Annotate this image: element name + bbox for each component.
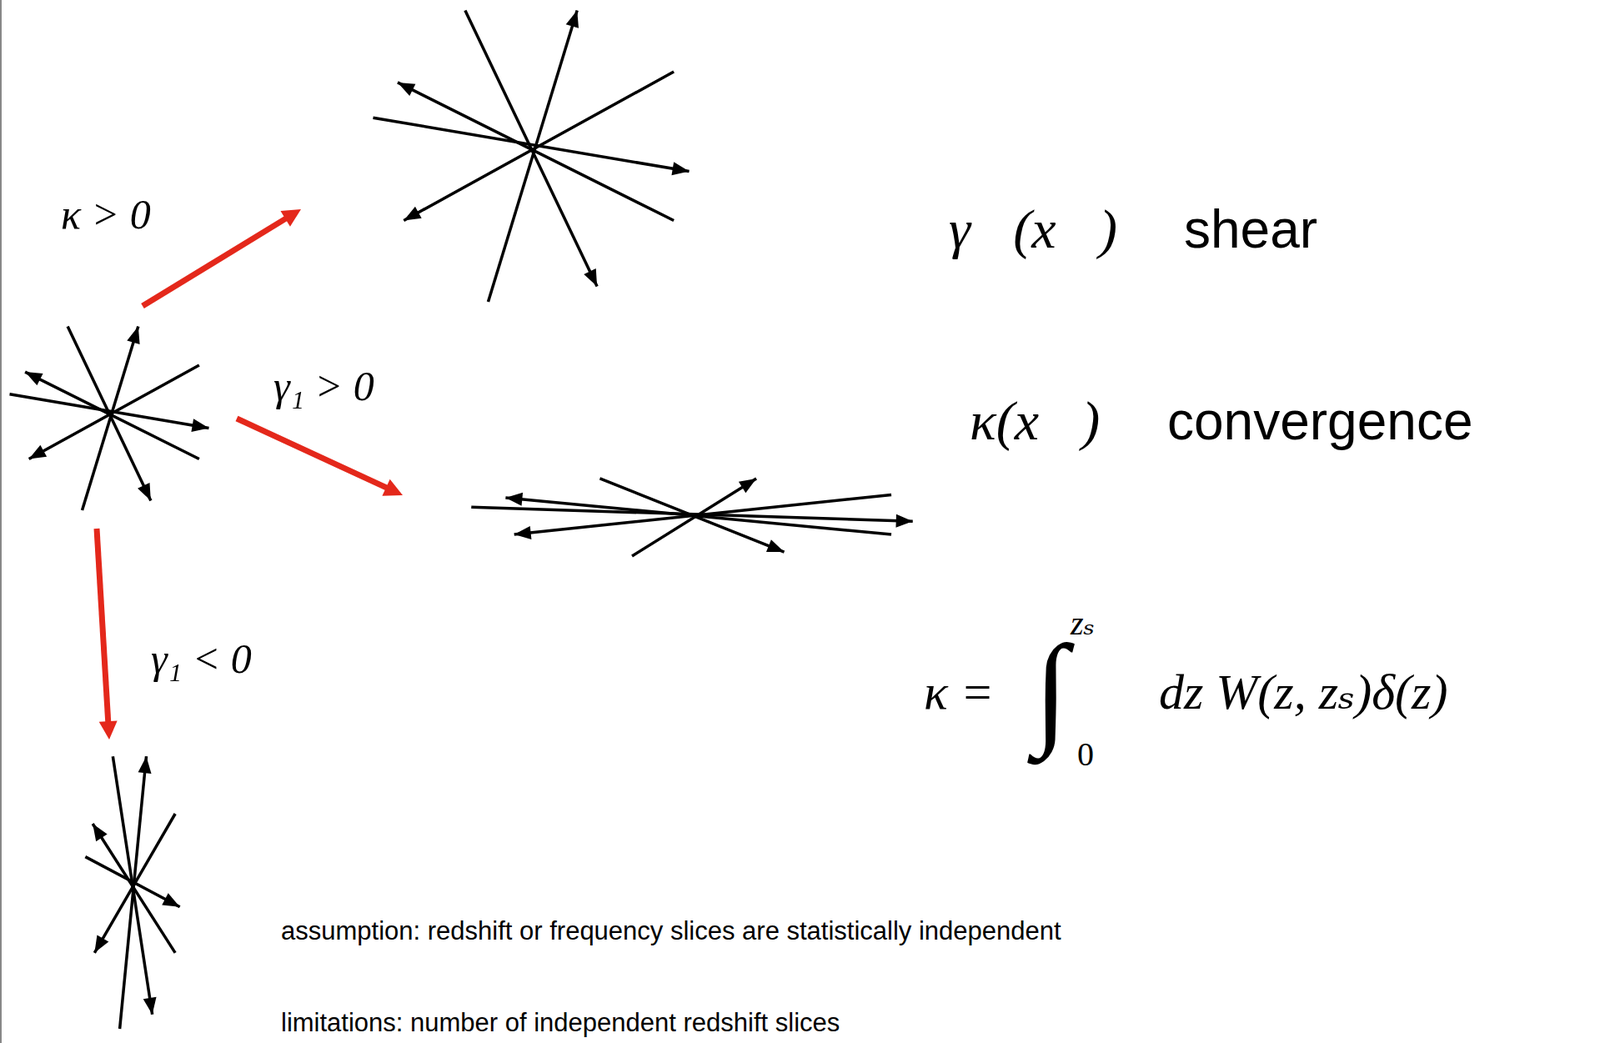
math-symbol: γ⃗(x⃗) xyxy=(948,201,1118,257)
ray-arrowhead xyxy=(566,10,579,28)
ray-arrowhead xyxy=(738,478,757,493)
ray-arrowhead xyxy=(190,418,209,432)
ray-arrowhead xyxy=(137,482,151,501)
ray-arrowhead xyxy=(583,268,597,286)
ray-arrowhead xyxy=(671,161,689,176)
condition-label: κ > 0 xyxy=(60,193,151,236)
distortion-star xyxy=(85,756,180,1029)
transform-arrow xyxy=(236,418,390,489)
ray-arrowhead xyxy=(161,892,180,907)
ray-arrowhead xyxy=(143,997,157,1015)
star-ray xyxy=(92,823,176,953)
integral-limit: zₛ xyxy=(1070,606,1095,641)
distortion-star xyxy=(471,478,913,557)
ray-arrowhead xyxy=(138,756,152,774)
ray-arrowhead xyxy=(92,823,108,842)
star-ray xyxy=(10,394,210,429)
transform-arrow xyxy=(142,216,289,306)
formula-part: dz W(z, zₛ)δ(z) xyxy=(1158,667,1448,718)
distortion-star xyxy=(10,326,210,511)
star-ray xyxy=(505,497,892,535)
star-ray xyxy=(25,371,200,459)
ray-arrowhead xyxy=(514,526,532,540)
term-label: shear xyxy=(1183,202,1318,256)
condition-label: γ₁ > 0 xyxy=(273,365,375,407)
star-ray xyxy=(403,71,674,221)
transform-arrowhead xyxy=(280,209,301,227)
condition-label: γ₁ < 0 xyxy=(150,637,252,680)
star-ray xyxy=(85,857,180,908)
ray-arrowhead xyxy=(895,514,913,528)
star-ray xyxy=(372,117,689,171)
ray-arrowhead xyxy=(25,371,43,386)
frame-line xyxy=(0,0,2,1043)
transform-arrow xyxy=(96,528,109,725)
transform-arrowhead xyxy=(99,720,118,740)
note-text: limitations: number of independent redsh… xyxy=(280,1009,840,1036)
distortion-stars xyxy=(10,10,913,1029)
formula-part: κ = xyxy=(923,667,994,718)
integral-limit: 0 xyxy=(1077,737,1094,772)
ray-arrowhead xyxy=(29,445,47,460)
math-symbol: κ(x⃗) xyxy=(969,393,1100,449)
transform-arrows xyxy=(96,209,403,740)
distortion-star xyxy=(372,10,689,302)
star-ray xyxy=(397,82,674,221)
ray-arrowhead xyxy=(94,935,109,953)
ray-arrowhead xyxy=(403,206,422,221)
ray-arrowhead xyxy=(126,326,140,345)
term-label: convergence xyxy=(1167,394,1473,448)
ray-arrowhead xyxy=(397,82,416,96)
ray-arrowhead xyxy=(766,539,785,552)
integral-sign: ∫ xyxy=(1033,626,1069,752)
star-ray xyxy=(487,10,577,302)
ray-arrowhead xyxy=(505,492,523,507)
note-text: assumption: redshift or frequency slices… xyxy=(280,917,1062,944)
transform-arrowhead xyxy=(381,479,403,497)
